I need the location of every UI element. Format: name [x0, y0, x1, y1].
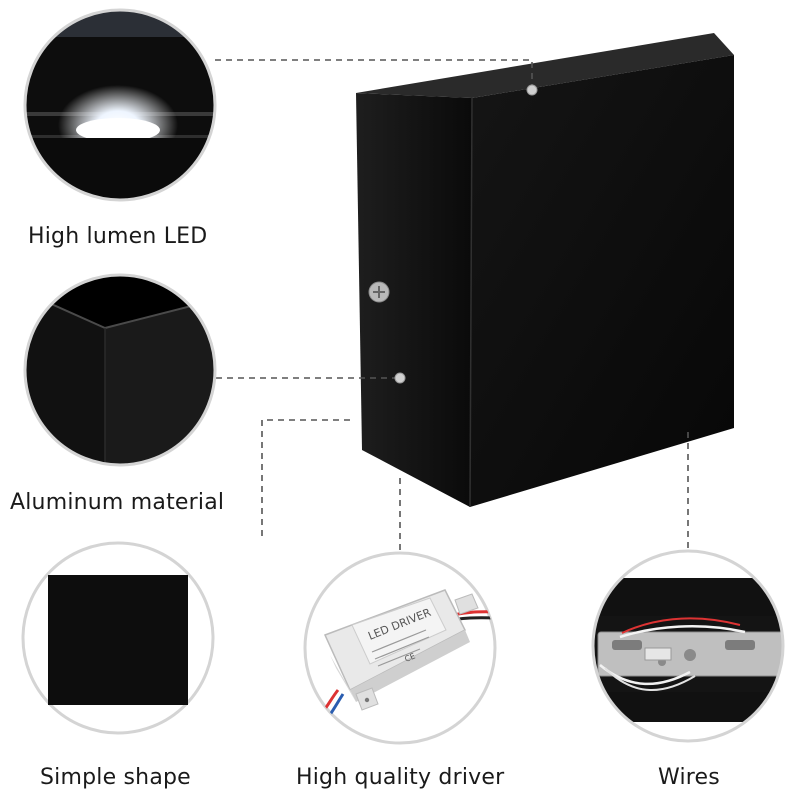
caption-wires: Wires	[658, 765, 720, 790]
box-side-face	[356, 93, 472, 507]
connector-lines	[215, 59, 689, 552]
callout-driver: LED DRIVER CE	[303, 551, 497, 745]
callout-ring	[23, 8, 217, 202]
caption-driver: High quality driver	[296, 765, 505, 790]
box-front-face	[470, 55, 734, 507]
product-box	[356, 33, 734, 508]
callout-led	[23, 8, 217, 202]
caption-shape: Simple shape	[40, 765, 191, 790]
marker-dot-material	[394, 372, 406, 384]
connector-shape	[261, 419, 350, 540]
driver-module: LED DRIVER CE	[323, 589, 479, 711]
marker-dot-led	[526, 84, 538, 96]
callout-ring	[591, 549, 785, 743]
callout-wires	[591, 549, 785, 743]
caption-led: High lumen LED	[28, 224, 208, 249]
caption-material: Aluminum material	[10, 490, 225, 515]
callout-material	[23, 273, 217, 467]
callout-ring	[23, 273, 217, 467]
box-top-face	[356, 33, 734, 98]
screw-icon	[368, 281, 390, 303]
ce-mark: CE	[403, 652, 416, 664]
square-shape	[48, 575, 188, 705]
callout-shape	[21, 541, 215, 735]
